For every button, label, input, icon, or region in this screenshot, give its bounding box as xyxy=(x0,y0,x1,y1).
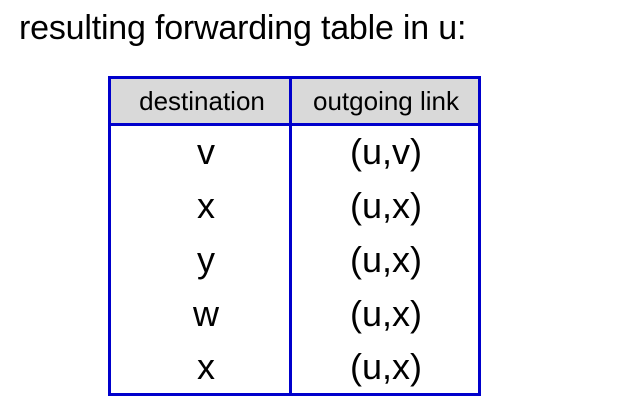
cell-destination: v xyxy=(109,124,292,179)
cell-outgoing-link: (u,x) xyxy=(290,286,480,341)
cell-destination: y xyxy=(109,232,292,287)
cell-destination: x xyxy=(109,178,292,233)
cell-outgoing-link: (u,x) xyxy=(290,232,480,287)
table-row: v (u,v) xyxy=(109,124,480,179)
cell-outgoing-link: (u,v) xyxy=(290,124,480,179)
forwarding-table: destination outgoing link v (u,v) x (u,x… xyxy=(108,76,481,396)
table-header: destination outgoing link xyxy=(109,77,480,126)
cell-outgoing-link: (u,x) xyxy=(290,178,480,233)
column-header-destination: destination xyxy=(109,77,292,126)
cell-destination: w xyxy=(109,286,292,341)
table-row: x (u,x) xyxy=(109,340,480,395)
table-body: v (u,v) x (u,x) y (u,x) w (u,x) x (u,x) xyxy=(109,124,480,395)
table-row: y (u,x) xyxy=(109,232,480,287)
table-row: w (u,x) xyxy=(109,286,480,341)
page-title: resulting forwarding table in u: xyxy=(19,9,467,47)
column-header-outgoing-link: outgoing link xyxy=(290,77,480,126)
table-header-row: destination outgoing link xyxy=(109,77,480,126)
table-row: x (u,x) xyxy=(109,178,480,233)
cell-destination: x xyxy=(109,340,292,395)
cell-outgoing-link: (u,x) xyxy=(290,340,480,395)
